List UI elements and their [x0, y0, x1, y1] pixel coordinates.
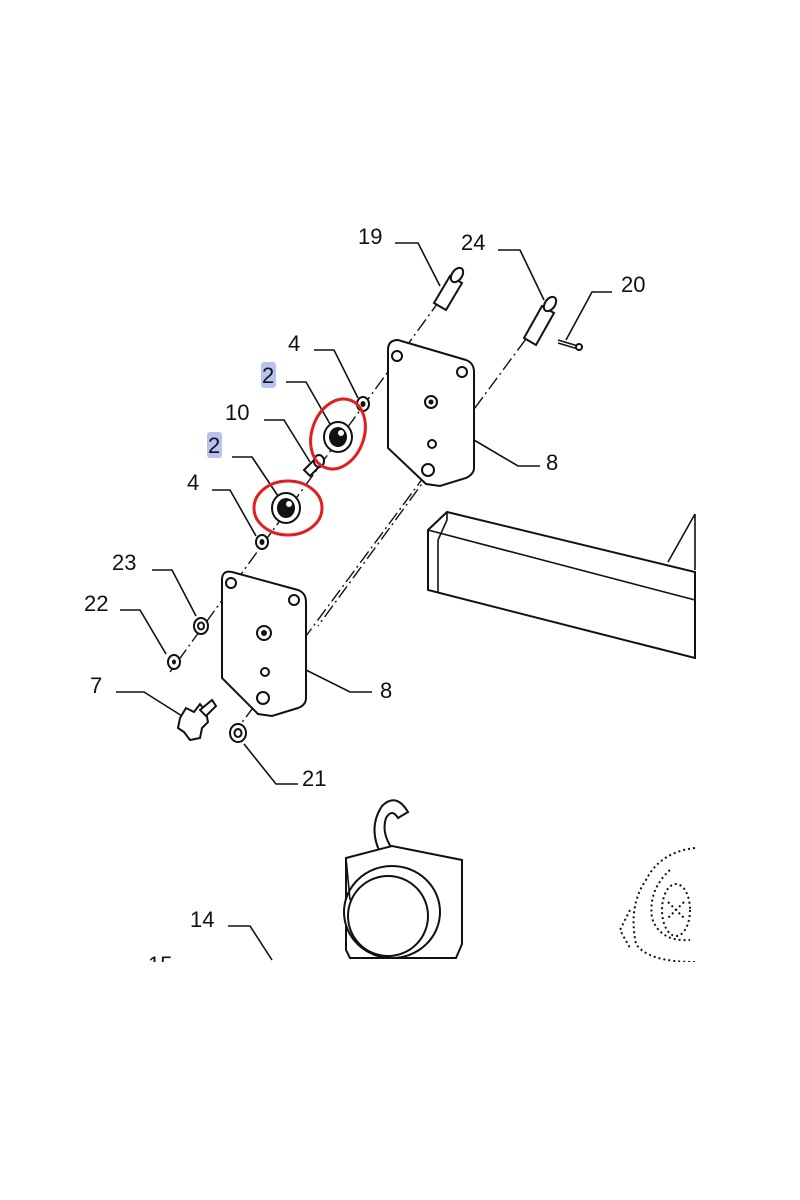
label-2-upper-highlight	[261, 362, 276, 388]
crop-mask	[0, 962, 800, 1200]
nut-22	[167, 654, 181, 670]
bolt-19	[432, 266, 465, 312]
label-19: 19	[358, 224, 382, 249]
upper-mounting-plate	[387, 338, 475, 488]
star-knob-7	[176, 698, 218, 742]
highlight-circle-lower	[252, 479, 324, 537]
label-2-lower: 2	[208, 433, 220, 458]
washer-4-lower	[255, 534, 269, 550]
label-8-upper: 8	[546, 450, 558, 475]
label-2-upper: 2	[262, 363, 274, 388]
label-7: 7	[90, 673, 102, 698]
label-4-lower: 4	[187, 470, 199, 495]
label-4-upper: 4	[288, 331, 300, 356]
label-24: 24	[461, 230, 485, 255]
label-23: 23	[112, 550, 136, 575]
crop-mask-right	[696, 0, 800, 962]
phantom-component	[618, 847, 696, 963]
clevis-pin-24	[522, 295, 558, 347]
leader-lines	[116, 242, 612, 961]
bushing-2-lower	[271, 492, 301, 524]
support-beam	[427, 510, 696, 660]
label-22: 22	[84, 591, 108, 616]
label-2-lower-highlight	[207, 432, 222, 458]
bushing-2-upper	[323, 421, 353, 453]
label-10: 10	[225, 400, 249, 425]
label-14: 14	[190, 907, 214, 932]
washer-23	[193, 617, 209, 635]
label-8-lower: 8	[380, 678, 392, 703]
lower-mounting-plate	[221, 570, 307, 718]
highlight-circles	[252, 397, 367, 537]
label-20: 20	[621, 272, 645, 297]
split-pin-20	[557, 339, 583, 351]
label-21: 21	[302, 766, 326, 791]
nut-21	[229, 723, 247, 743]
hook-weight	[343, 799, 463, 959]
highlight-circle-upper	[309, 397, 367, 471]
